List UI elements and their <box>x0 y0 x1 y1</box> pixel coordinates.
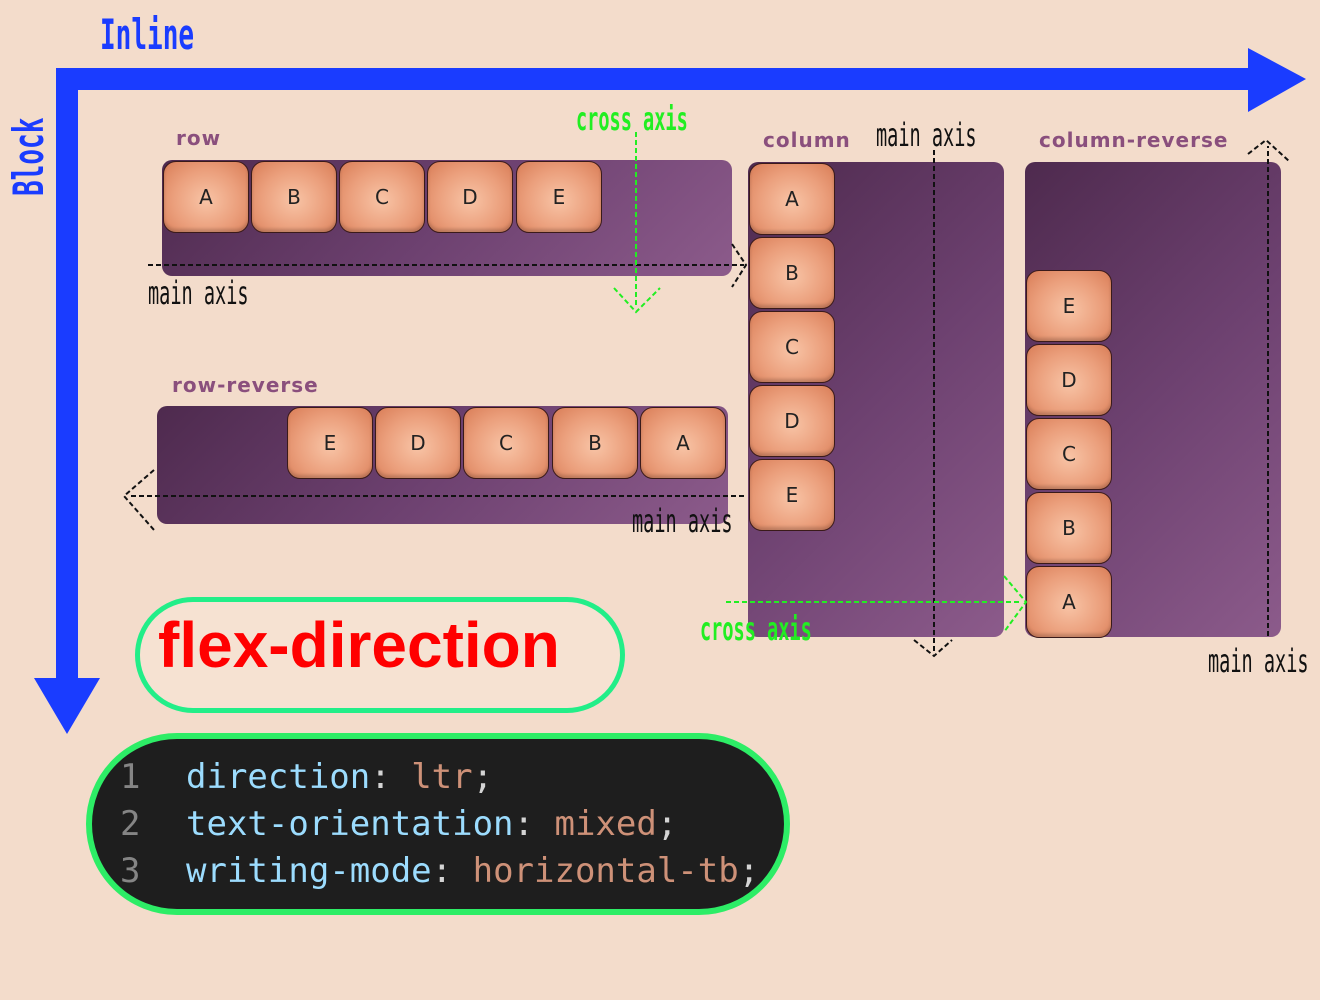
css-value: horizontal-tb <box>472 851 739 891</box>
column-label: column <box>763 128 851 152</box>
column-reverse-item: A <box>1026 566 1112 638</box>
column-main-axis-label: main axis <box>876 116 977 154</box>
css-property: writing-mode <box>186 851 432 891</box>
row-item: A <box>163 161 249 233</box>
line-number: 2 <box>120 804 141 844</box>
row-reverse-main-axis-label: main axis <box>632 502 733 540</box>
row-main-axis-label: main axis <box>148 274 249 312</box>
column-item: D <box>749 385 835 457</box>
block-axis-bar <box>56 68 78 684</box>
page-title: flex-direction <box>158 609 560 681</box>
row-reverse-item: A <box>640 407 726 479</box>
block-axis-arrowhead <box>34 678 100 734</box>
css-value: mixed <box>554 804 657 844</box>
row-reverse-label: row-reverse <box>172 373 319 397</box>
column-cross-axis-label: cross axis <box>700 610 812 648</box>
inline-axis-arrowhead <box>1248 48 1306 112</box>
column-reverse-main-axis-arrowhead <box>1247 138 1291 163</box>
line-number: 3 <box>120 851 141 891</box>
row-cross-axis-label: cross axis <box>576 100 688 138</box>
inline-axis-title: Inline <box>100 10 195 59</box>
css-property: text-orientation <box>186 804 514 844</box>
row-reverse-item: E <box>287 407 373 479</box>
row-reverse-main-axis-arrowhead <box>122 469 155 531</box>
row-item: E <box>516 161 602 233</box>
line-number: 1 <box>120 757 141 797</box>
column-reverse-label: column-reverse <box>1039 128 1229 152</box>
row-item: C <box>339 161 425 233</box>
row-item: B <box>251 161 337 233</box>
column-item: C <box>749 311 835 383</box>
row-reverse-item: D <box>375 407 461 479</box>
row-reverse-item: B <box>552 407 638 479</box>
column-item: E <box>749 459 835 531</box>
column-reverse-item: E <box>1026 270 1112 342</box>
column-item: A <box>749 163 835 235</box>
column-reverse-item: C <box>1026 418 1112 490</box>
row-main-axis-arrowhead <box>731 243 748 288</box>
column-cross-axis-arrowhead <box>1003 575 1028 633</box>
inline-axis-bar <box>56 68 1256 90</box>
column-main-axis-arrowhead <box>913 639 953 658</box>
row-reverse-item: C <box>463 407 549 479</box>
column-reverse-main-axis-label: main axis <box>1208 642 1309 680</box>
row-cross-axis-arrowhead <box>613 287 661 314</box>
row-label: row <box>176 126 222 150</box>
column-reverse-item: B <box>1026 492 1112 564</box>
css-property: direction <box>186 757 371 797</box>
code-block <box>86 733 790 915</box>
title-pill <box>135 597 625 713</box>
css-value: ltr <box>411 757 473 797</box>
row-item: D <box>427 161 513 233</box>
column-item: B <box>749 237 835 309</box>
column-reverse-item: D <box>1026 344 1112 416</box>
